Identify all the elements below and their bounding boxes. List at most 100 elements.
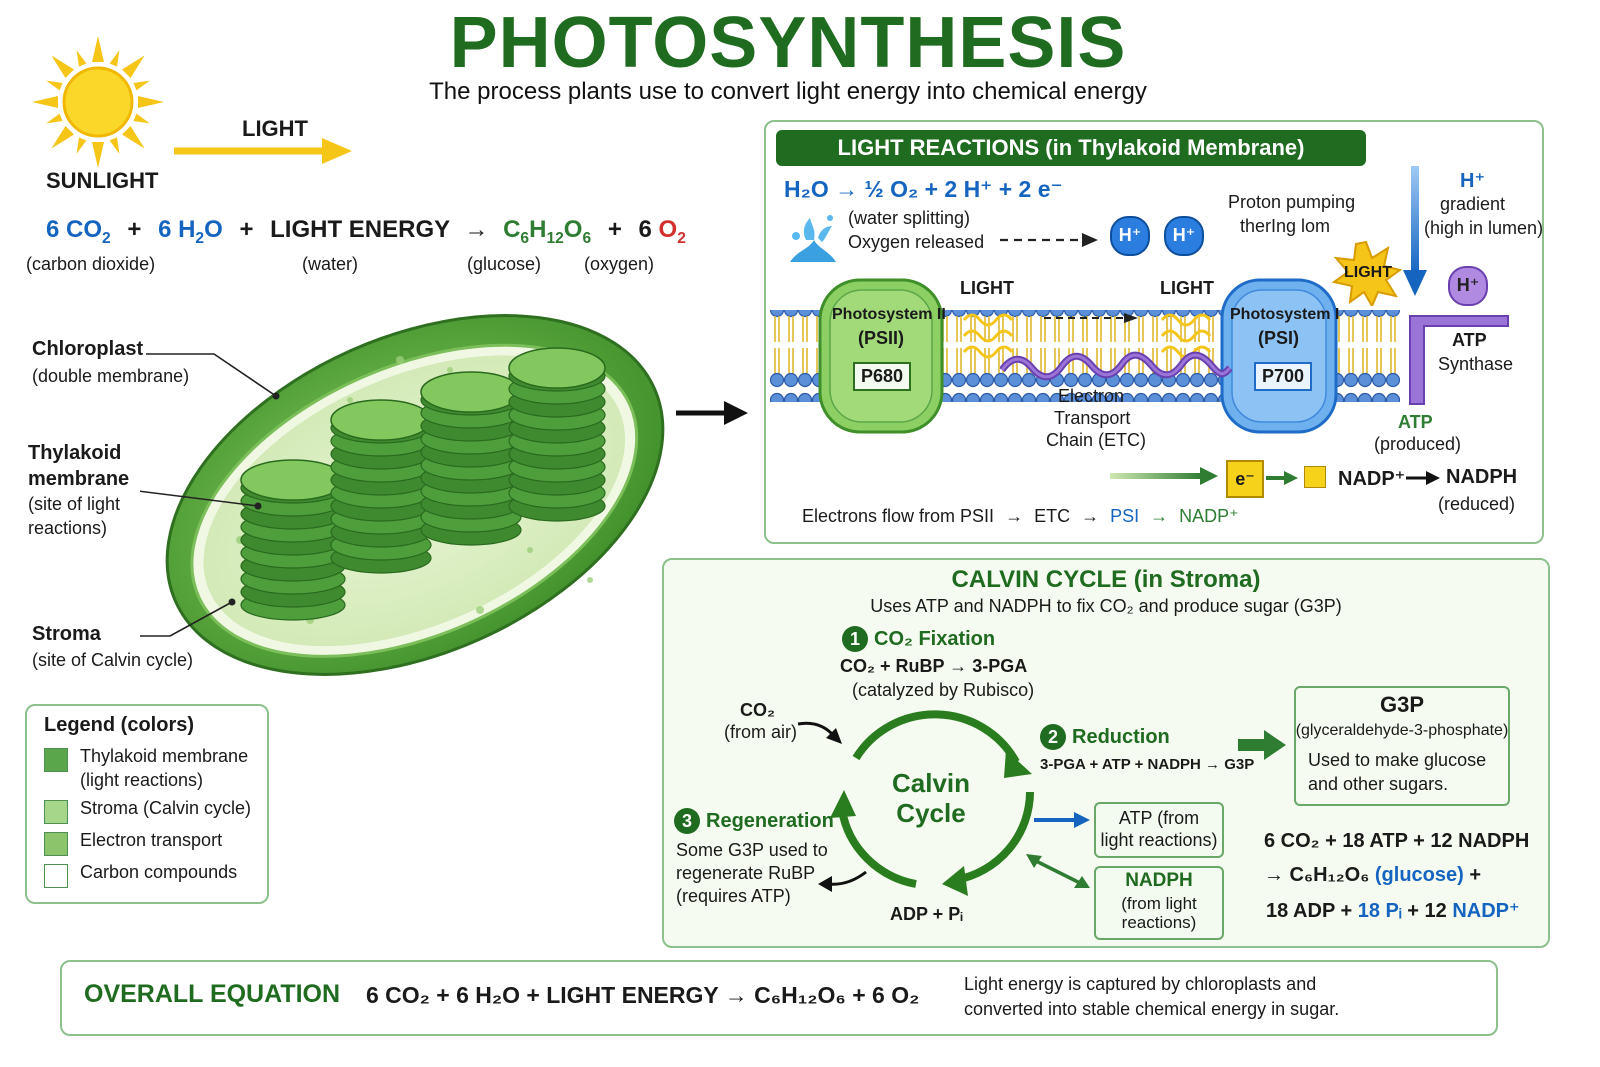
g3p-box: [1294, 686, 1510, 806]
granum-top-3: [508, 347, 606, 389]
to-light-reactions-arrow-icon: [676, 401, 748, 425]
atp-produced-label: ATP: [1398, 412, 1433, 432]
oxygen-released-label: Oxygen released: [848, 232, 985, 252]
label-oxygen: (oxygen): [584, 254, 655, 274]
light-arrow-icon: [174, 138, 352, 164]
nadph-input-line-3: reactions): [1121, 913, 1197, 932]
step3-line-3: (requires ATP): [676, 886, 791, 906]
chloroplast-illustration: [165, 314, 665, 676]
eq-o2: O2: [658, 216, 686, 247]
g3p-line-1: (glyceraldehyde-3-phosphate): [1295, 722, 1509, 739]
legend-swatch-thylakoid: [44, 748, 68, 772]
atp-synthase-label-1: ATP: [1452, 330, 1487, 350]
psii-label: Photosystem II: [832, 306, 946, 323]
h-plus-ion-lumen: H⁺: [1448, 266, 1488, 306]
co2-input-sublabel: (from air): [724, 722, 797, 742]
legend-label-carbon: Carbon compounds: [80, 862, 238, 882]
atp-input-arrow-icon: [1034, 812, 1090, 828]
overall-note-2: converted into stable chemical energy in…: [964, 999, 1340, 1019]
water-splitting-equation: H₂O → ½ O₂ + 2 H⁺ + 2 e⁻: [784, 176, 1063, 202]
g3p-title: G3P: [1379, 692, 1425, 717]
legend-swatch-electron: [44, 832, 68, 856]
electron-transport-chain: [1000, 351, 1232, 381]
photosystem-i-complex: [1220, 278, 1338, 434]
step1-equation: CO₂ + RuBP → 3-PGA: [840, 656, 1028, 676]
electron-box: e⁻: [1226, 460, 1264, 498]
proton-pumping-label-2: therIng lom: [1240, 216, 1331, 236]
sun-icon: [32, 36, 164, 168]
legend-panel: [25, 704, 269, 904]
nadp-arrow-icon: [1406, 471, 1440, 485]
atp-input-box: [1094, 802, 1224, 858]
atp-synthase-icon: [1409, 315, 1509, 405]
nadph-input-box: [1094, 866, 1224, 940]
psii-p680: P680: [853, 362, 912, 391]
etc-label-1: Electron: [1058, 386, 1125, 406]
photosystem-ii-complex: [818, 278, 944, 434]
gradient-sublabel: (high in lumen): [1424, 218, 1544, 238]
g3p-line-2: Used to make glucose: [1308, 750, 1487, 770]
electron-flow-arrow-icon: [1110, 467, 1218, 485]
legend-swatch-stroma: [44, 800, 68, 824]
atp-produced-sublabel: (produced): [1374, 434, 1462, 454]
proton-pumping-label: Proton pumping: [1228, 192, 1356, 212]
light-burst-icon: [1331, 240, 1402, 306]
electron-arrow-icon: [1266, 471, 1298, 485]
h-plus-ion-1: H⁺: [1110, 216, 1150, 256]
chloroplast-leader-lines: [140, 353, 280, 637]
step3-line-1: Some G3P used to: [676, 840, 828, 860]
step2-equation: 3-PGA + ATP + NADPH → G3P: [1040, 756, 1255, 773]
nadph-input-arrow-icon: [1026, 854, 1090, 888]
chloroplast-sublabel: (double membrane): [32, 366, 190, 386]
light-reactions-banner: LIGHT REACTIONS (in Thylakoid Membrane): [776, 130, 1366, 166]
adp-pi-label: ADP + Pᵢ: [890, 904, 963, 924]
dashed-arrow-icon: [1000, 233, 1098, 247]
overall-equation-panel: [60, 960, 1498, 1036]
to-g3p-arrow-icon: [1238, 730, 1286, 760]
gradient-arrow-icon: [1403, 166, 1427, 296]
calvin-summary-line-1: 6 CO₂ + 18 ATP + 12 NADPH: [1264, 830, 1530, 852]
water-splash-icon: [790, 215, 836, 262]
legend-title: Legend (colors): [44, 714, 195, 736]
legend-swatch-carbon: [44, 864, 68, 888]
eq-glucose: C6H12O6: [503, 216, 592, 247]
sunlight-label: SUNLIGHT: [46, 168, 159, 193]
legend-label-electron: Electron transport: [80, 830, 223, 850]
light-burst-label: LIGHT: [1344, 264, 1392, 281]
thylakoid-label-2: membrane: [28, 468, 130, 490]
light-label: LIGHT: [242, 116, 308, 141]
overall-equation: 6 CO₂ + 6 H₂O + LIGHT ENERGY → C₆H₁₂O₆ +…: [366, 982, 920, 1008]
calvin-summary-line-3: 18 ADP + 18 Pᵢ + 12 NADP⁺: [1266, 900, 1520, 922]
granum-top-2: [420, 371, 522, 413]
atp-input-line-2: light reactions): [1100, 830, 1218, 850]
legend-label-thylakoid: Thylakoid membrane: [80, 746, 249, 766]
psii-sublabel: (PSII): [858, 328, 905, 348]
calvin-summary-line-2: → C₆H₁₂O₆ (glucose) +: [1264, 864, 1482, 886]
nadph-input-line-2: (from light: [1121, 894, 1197, 913]
chloroplast-label: Chloroplast: [32, 338, 144, 360]
step1-note: (catalyzed by Rubisco): [852, 680, 1035, 700]
light-reactions-panel: [764, 120, 1544, 544]
g3p-line-3: and other sugars.: [1308, 774, 1449, 794]
nadph-sublabel: (reduced): [1438, 494, 1516, 514]
page-subtitle: The process plants use to convert light …: [429, 78, 1147, 105]
nadph-label: NADPH: [1446, 466, 1518, 488]
cycle-center-2: Cycle: [896, 798, 966, 828]
eq-co2: 6 CO2: [46, 216, 111, 247]
psi-p700: P700: [1254, 362, 1313, 391]
water-splitting-label: (water splitting): [848, 208, 971, 228]
light-label-psi: LIGHT: [1160, 278, 1214, 298]
label-glucose: (glucose): [467, 254, 542, 274]
atp-input-line-1: ATP (from: [1118, 808, 1200, 828]
granum-top-1: [330, 399, 432, 441]
nadp-carrier-box: [1304, 466, 1326, 488]
legend-label-stroma: Stroma (Calvin cycle): [80, 798, 252, 818]
regeneration-arrow-icon: [818, 870, 867, 892]
calvin-subtitle: Uses ATP and NADPH to fix CO₂ and produc…: [870, 596, 1342, 616]
gradient-label: gradient: [1440, 194, 1506, 214]
label-water: (water): [302, 254, 359, 274]
gradient-h-label: H⁺: [1460, 170, 1485, 192]
overall-note-1: Light energy is captured by chloroplasts…: [964, 974, 1317, 994]
